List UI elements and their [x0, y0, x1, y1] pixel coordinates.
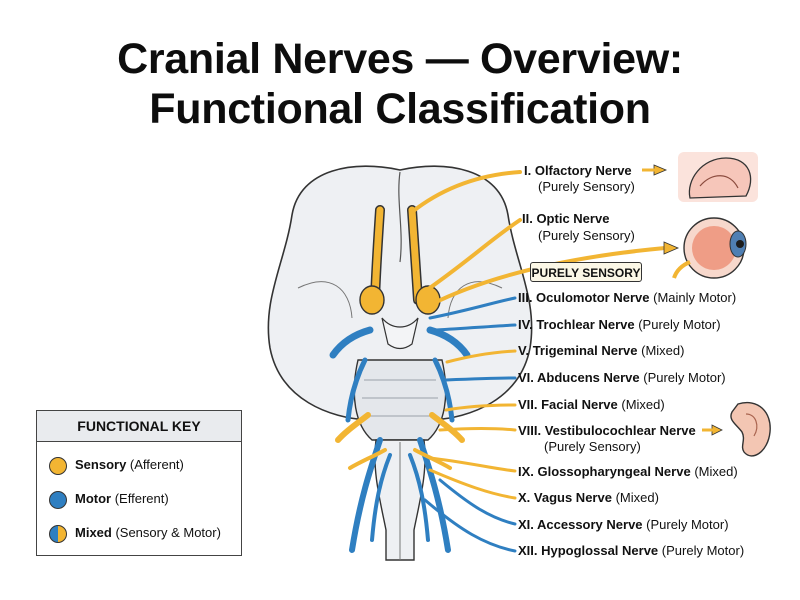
pons-lines: [362, 379, 438, 417]
optic-arrowhead: [663, 241, 680, 255]
motor-swatch-icon: [49, 490, 67, 509]
functional-key: FUNCTIONAL KEY Sensory (Afferent) Motor …: [36, 410, 242, 556]
key-item-sensory: Sensory (Afferent): [49, 455, 184, 475]
nerve-label-trigeminal: V. Trigeminal Nerve (Mixed): [518, 343, 685, 358]
title-line-1: Cranial Nerves — Overview:: [117, 35, 683, 83]
nerve-label-accessory: XI. Accessory Nerve (Purely Motor): [518, 517, 729, 532]
nerve-label-hypoglossal: XII. Hypoglossal Nerve (Purely Motor): [518, 543, 745, 558]
cerebrum-fold-left: [297, 281, 353, 319]
nerve-label-oculomotor: III. Oculomotor Nerve (Mainly Motor): [518, 290, 737, 305]
cerebrum-fissure: [398, 171, 402, 263]
key-item-motor: Motor (Efferent): [49, 489, 169, 509]
functional-key-title: FUNCTIONAL KEY: [37, 411, 241, 442]
key-item-mixed: Mixed (Sensory & Motor): [49, 523, 221, 543]
olfactory-tract-right-fill: [408, 206, 422, 304]
optic-chiasm: [381, 317, 419, 350]
nerve-label-vagus: X. Vagus Nerve (Mixed): [518, 490, 659, 505]
optic-lobe-left: [359, 285, 385, 315]
nose-icon: [678, 152, 758, 202]
purely-sensory-badge: PURELY SENSORY: [530, 262, 642, 282]
mixed-swatch-icon: [49, 524, 67, 543]
nerve-label-facial: VII. Facial Nerve (Mixed): [518, 397, 665, 412]
ear-icon: [730, 401, 771, 457]
nerve-label-olfactory: I. Olfactory Nerve: [524, 163, 632, 178]
motor-nerve-group: [329, 326, 471, 553]
title-line-2: Functional Classification: [149, 85, 651, 133]
nerve-label-vestibulocochlear: VIII. Vestibulocochlear Nerve: [518, 423, 696, 438]
nerve-label-trochlear: IV. Trochlear Nerve (Purely Motor): [518, 317, 721, 332]
nerve-class-olfactory: (Purely Sensory): [538, 179, 635, 194]
sensory-swatch-icon: [49, 456, 67, 475]
nerve-label-optic: II. Optic Nerve: [522, 211, 610, 226]
nerve-label-glossopharyngeal: IX. Glossopharyngeal Nerve (Mixed): [518, 464, 738, 479]
pons: [353, 359, 447, 441]
nerve-label-abducens: VI. Abducens Nerve (Purely Motor): [518, 370, 726, 385]
page-title: Cranial Nerves — Overview: Functional Cl…: [0, 34, 800, 134]
nerve-class-vestibulocochlear: (Purely Sensory): [544, 439, 641, 454]
cerebrum-fold-right: [447, 281, 503, 319]
eye-icon: [672, 217, 747, 279]
nerve-class-optic: (Purely Sensory): [538, 228, 635, 243]
